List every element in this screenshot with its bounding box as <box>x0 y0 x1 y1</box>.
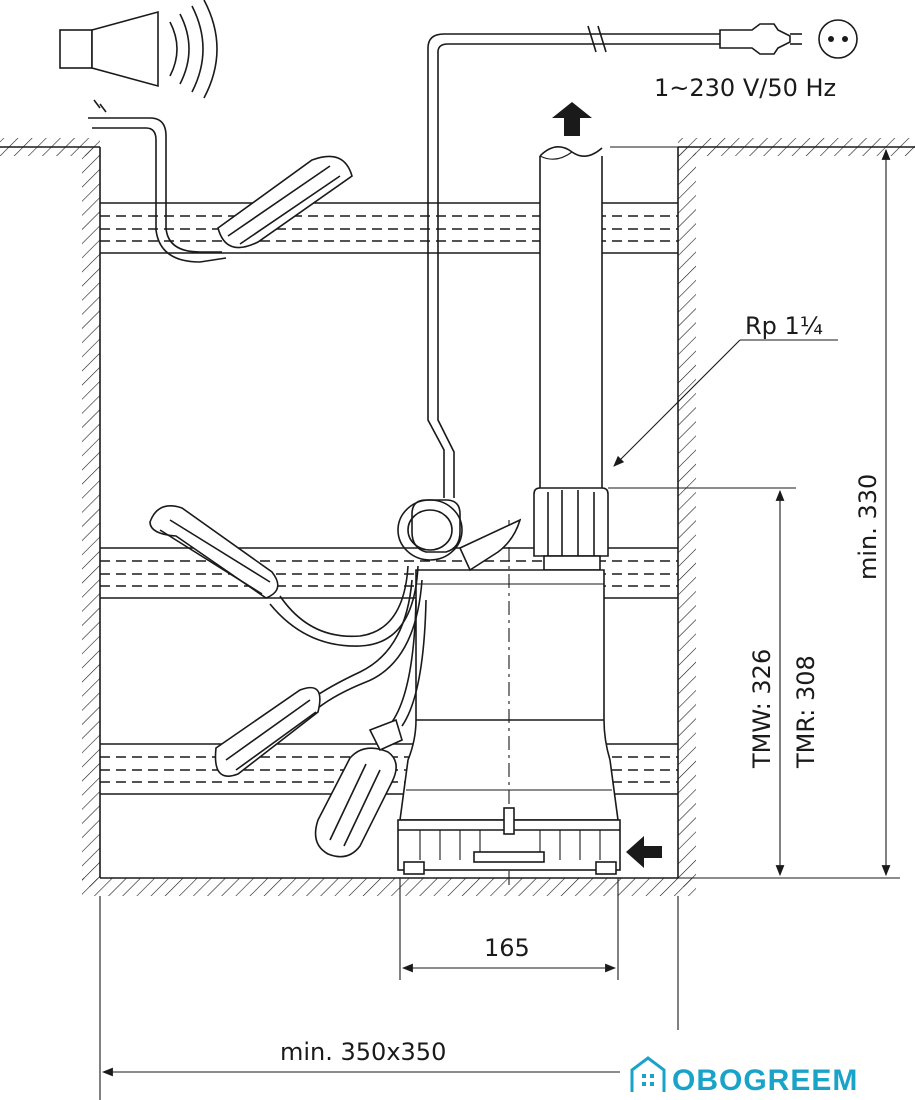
thread-label: Rp 1¼ <box>745 312 823 340</box>
float-switch-lower-left <box>214 686 321 777</box>
flow-up-arrow-icon <box>552 102 592 136</box>
float-switch-middle <box>149 505 279 599</box>
voltage-label: 1~230 V/50 Hz <box>654 74 836 102</box>
tmr-label: TMR: 308 <box>792 655 820 769</box>
pump-body <box>397 499 621 890</box>
brand-text: OBOGREEM <box>672 1064 858 1097</box>
float-cables <box>269 565 427 727</box>
power-plug-icon <box>719 23 802 55</box>
float-switch-lower-right <box>314 718 403 858</box>
alarm-cable <box>88 99 227 263</box>
shaft-size-label: min. 350x350 <box>280 1038 446 1066</box>
float-switch-top <box>217 155 353 249</box>
shaft-walls <box>0 138 915 896</box>
tmw-label: TMW: 326 <box>748 649 776 769</box>
pump-height-dimension: TMW: 326 TMR: 308 <box>608 487 820 877</box>
pipe-coupling <box>533 487 609 571</box>
discharge-pipe <box>539 146 603 490</box>
right-wall-hatch <box>678 147 696 887</box>
width-dimension: 165 <box>399 878 619 980</box>
power-cable <box>427 25 720 498</box>
min-height-label: min. 330 <box>854 474 882 580</box>
alarm-horn-icon <box>59 0 218 99</box>
height-dimension: min. 330 <box>610 146 900 879</box>
width-label: 165 <box>484 934 530 962</box>
left-wall-hatch <box>82 147 100 887</box>
house-logo-icon <box>630 1056 666 1092</box>
flow-in-arrow-icon <box>626 836 662 868</box>
floor-hatch <box>82 878 696 896</box>
thread-callout: Rp 1¼ <box>613 312 838 467</box>
wall-socket-icon <box>818 19 858 59</box>
shaft-dimension: min. 350x350 <box>99 896 679 1100</box>
brand-watermark: OBOGREEM <box>630 1056 858 1097</box>
